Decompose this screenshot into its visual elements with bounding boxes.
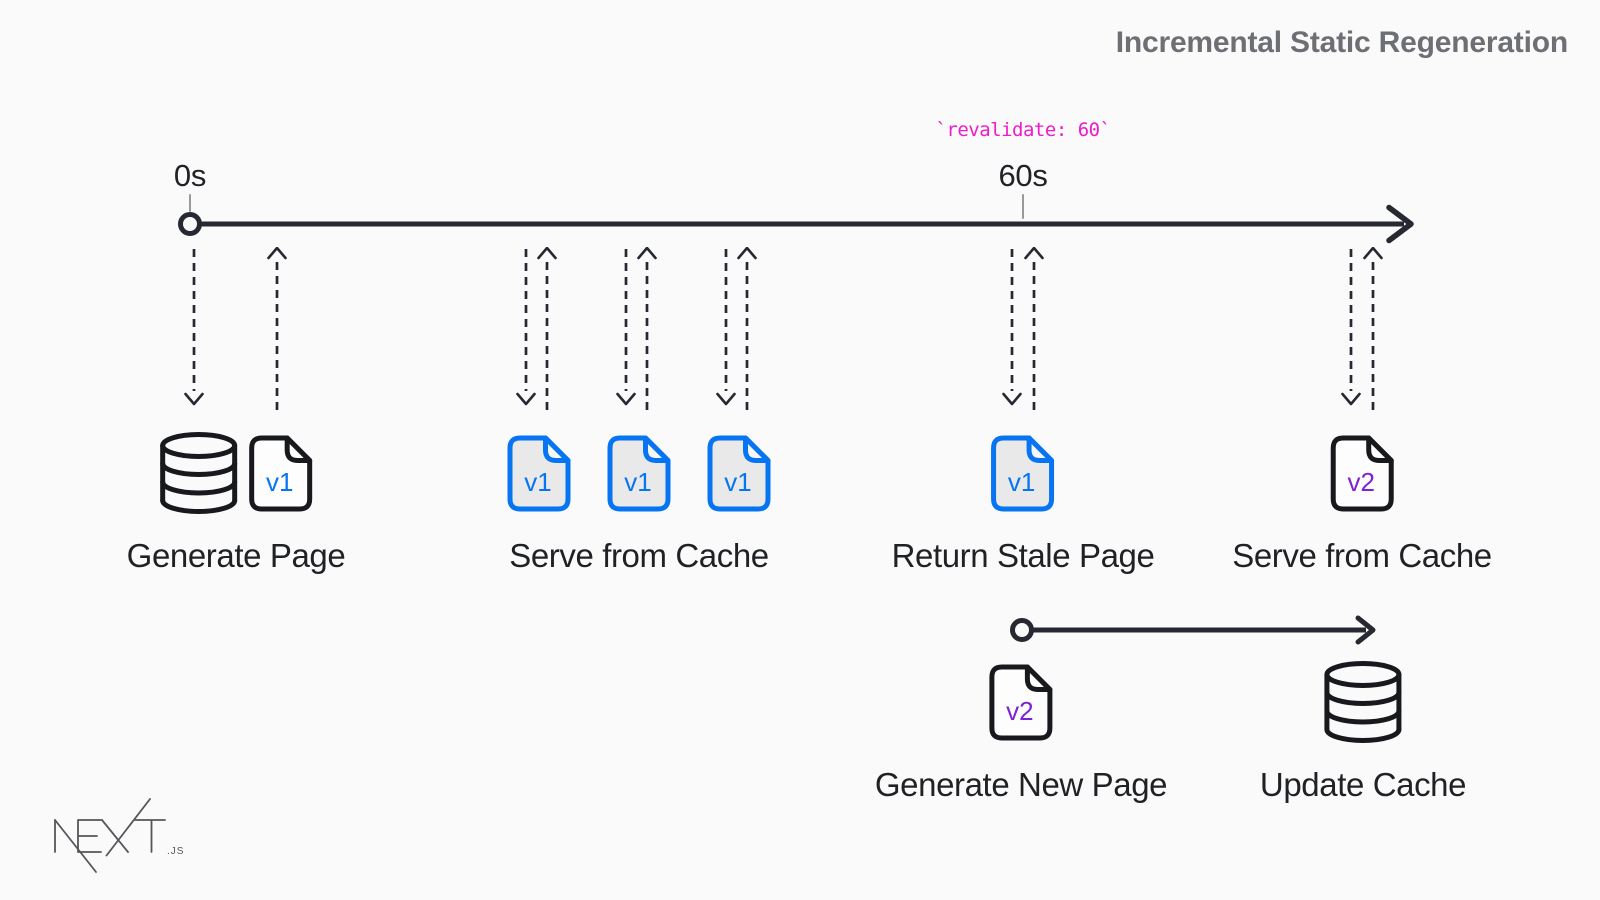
request-arrow-icon: [516, 247, 536, 406]
page-icon: v1: [249, 435, 313, 511]
response-arrow-icon: [267, 247, 287, 411]
response-arrow-icon: [737, 247, 757, 411]
response-arrow-icon: [537, 247, 557, 411]
arrowhead-icon: [1355, 615, 1376, 645]
step-return-stale-page: v1 Return Stale Page: [892, 431, 1155, 575]
database-icon: [1323, 660, 1403, 744]
page-icon: v1: [507, 435, 571, 511]
response-arrow-icon: [1024, 247, 1044, 411]
timeline-origin-dot: [1010, 618, 1034, 642]
timeline-start-tick: [188, 194, 192, 212]
page-version-label: v2: [1347, 467, 1374, 497]
nextjs-logo-suffix: .JS: [167, 846, 184, 857]
regen-timeline-arrow: [1010, 615, 1376, 645]
timeline-origin-dot: [178, 212, 202, 236]
group-label: Generate New Page: [874, 766, 1168, 803]
page-icon: v1: [991, 435, 1055, 511]
timeline-start-label: 0s: [173, 158, 207, 193]
page-version-label: v1: [624, 467, 651, 497]
request-arrow-icon: [716, 247, 736, 406]
request-arrow-icon: [1341, 247, 1361, 406]
step-update-cache: Update Cache: [1260, 660, 1466, 804]
step-serve-from-cache: v1 v1 v1 Serve from Cache: [507, 431, 771, 575]
page-version-label: v1: [524, 467, 551, 497]
group-label: Generate Page: [126, 537, 346, 574]
page-icon: v1: [707, 435, 771, 511]
page-icon: v2: [989, 664, 1053, 740]
group-label: Serve from Cache: [509, 537, 769, 574]
page-version-label: v1: [724, 467, 751, 497]
page-icon: v1: [607, 435, 671, 511]
step-serve-from-cache-v2: v2 Serve from Cache: [1232, 431, 1492, 575]
step-generate-new-page: v2 Generate New Page: [874, 660, 1168, 804]
response-arrow-icon: [637, 247, 657, 411]
page-icon: v2: [1330, 435, 1394, 511]
page-version-label: v2: [1006, 696, 1033, 726]
request-arrow-icon: [616, 247, 636, 406]
diagram-title: Incremental Static Regeneration: [1115, 26, 1568, 59]
group-label: Update Cache: [1259, 766, 1467, 803]
database-icon: [159, 431, 239, 515]
group-label: Serve from Cache: [1232, 537, 1492, 574]
group-label: Return Stale Page: [891, 537, 1155, 574]
timeline-end-label: 60s: [998, 158, 1048, 193]
page-version-label: v1: [266, 467, 293, 497]
revalidate-annotation: `revalidate: 60`: [935, 119, 1111, 141]
nextjs-logo-icon: .JS: [54, 798, 184, 873]
request-arrow-icon: [1002, 247, 1022, 406]
page-version-label: v1: [1008, 467, 1035, 497]
main-timeline-arrow: [178, 204, 1414, 244]
timeline-end-tick: [1021, 194, 1025, 219]
request-arrow-icon: [184, 247, 204, 406]
step-generate-page: v1 Generate Page: [127, 431, 346, 575]
arrowhead-icon: [1386, 204, 1414, 244]
response-arrow-icon: [1363, 247, 1383, 411]
